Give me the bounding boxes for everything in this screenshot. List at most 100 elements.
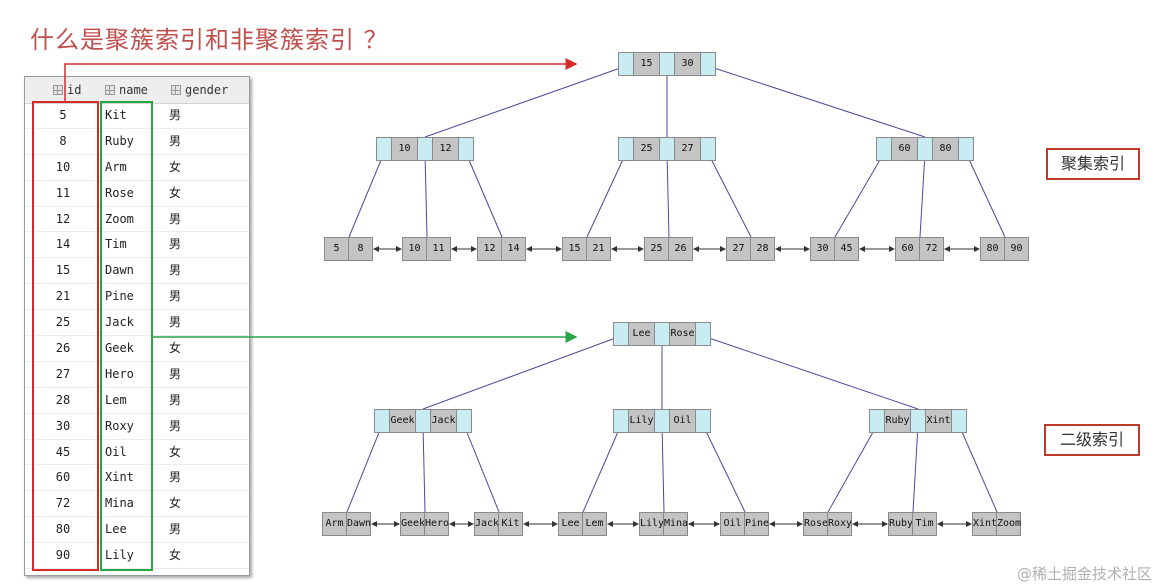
connector bbox=[912, 424, 919, 513]
leaf-key: Lem bbox=[582, 512, 607, 536]
cell-gender: 女 bbox=[169, 444, 182, 459]
cell-name: Mina bbox=[105, 496, 134, 511]
cell-gender: 男 bbox=[169, 133, 182, 148]
connector bbox=[422, 335, 622, 410]
clustered-index-label: 聚集索引 bbox=[1046, 148, 1140, 180]
cell-gender: 女 bbox=[169, 548, 182, 563]
node-key: 10 bbox=[391, 137, 418, 161]
node-pointer bbox=[659, 137, 675, 161]
leaf-key: 5 bbox=[324, 237, 349, 261]
cell-id: 27 bbox=[55, 366, 71, 381]
leaf-key: Lee bbox=[558, 512, 583, 536]
leaf-key: 10 bbox=[402, 237, 427, 261]
cell-gender: 女 bbox=[169, 159, 182, 174]
leaf-key: 21 bbox=[586, 237, 611, 261]
connector bbox=[707, 152, 752, 238]
node-key: Geek bbox=[389, 409, 416, 433]
cell-gender: 男 bbox=[169, 315, 182, 330]
node-pointer bbox=[613, 409, 629, 433]
id-to-clustered-arrow bbox=[64, 58, 578, 101]
cell-id: 14 bbox=[55, 237, 71, 252]
cell-gender: 男 bbox=[169, 289, 182, 304]
leaf-key: 45 bbox=[834, 237, 859, 261]
node-key: 80 bbox=[932, 137, 959, 161]
cell-name: Ruby bbox=[105, 133, 134, 148]
column-header-name[interactable]: name bbox=[105, 77, 148, 103]
cell-gender: 男 bbox=[169, 392, 182, 407]
node-key: Ruby bbox=[884, 409, 911, 433]
connector bbox=[965, 152, 1006, 238]
node-pointer bbox=[917, 137, 933, 161]
leaf-key: Arm bbox=[322, 512, 347, 536]
cell-gender: 男 bbox=[169, 470, 182, 485]
cell-gender: 女 bbox=[169, 185, 182, 200]
cell-gender: 男 bbox=[169, 108, 182, 122]
cell-name: Pine bbox=[105, 289, 134, 304]
connector bbox=[586, 152, 627, 238]
column-header-id[interactable]: id bbox=[53, 77, 81, 103]
leaf-key: Tim bbox=[912, 512, 937, 536]
leaf-key: 28 bbox=[750, 237, 775, 261]
node-pointer bbox=[618, 52, 634, 76]
cell-gender: 女 bbox=[169, 496, 182, 511]
leaf-key: 72 bbox=[919, 237, 944, 261]
node-pointer bbox=[376, 137, 392, 161]
leaf-key: Zoom bbox=[996, 512, 1021, 536]
node-pointer bbox=[374, 409, 390, 433]
cell-gender: 男 bbox=[169, 263, 182, 278]
column-icon bbox=[171, 85, 181, 95]
cell-name: Lem bbox=[105, 392, 127, 407]
page-title: 什么是聚簇索引和非聚簇索引 ？ bbox=[30, 26, 389, 54]
node-key: 12 bbox=[432, 137, 459, 161]
connector bbox=[348, 152, 385, 238]
connector bbox=[463, 424, 500, 513]
node-key: Oil bbox=[669, 409, 696, 433]
leaf-key: 15 bbox=[562, 237, 587, 261]
leaf-key: Oil bbox=[720, 512, 745, 536]
node-pointer bbox=[415, 409, 431, 433]
leaf-key: Jack bbox=[474, 512, 499, 536]
table-row[interactable]: 21 Pine 男 bbox=[25, 284, 249, 311]
cell-id: 21 bbox=[55, 289, 71, 304]
cell-id: 90 bbox=[55, 548, 71, 563]
leaf-key: Geek bbox=[400, 512, 425, 536]
leaf-key: 60 bbox=[895, 237, 920, 261]
leaf-key: 30 bbox=[810, 237, 835, 261]
node-pointer bbox=[659, 52, 675, 76]
connector bbox=[702, 424, 746, 513]
leaf-key: Kit bbox=[498, 512, 523, 536]
column-header-gender[interactable]: gender bbox=[171, 77, 228, 103]
cell-id: 80 bbox=[55, 522, 71, 537]
name-column-highlight bbox=[100, 101, 153, 571]
